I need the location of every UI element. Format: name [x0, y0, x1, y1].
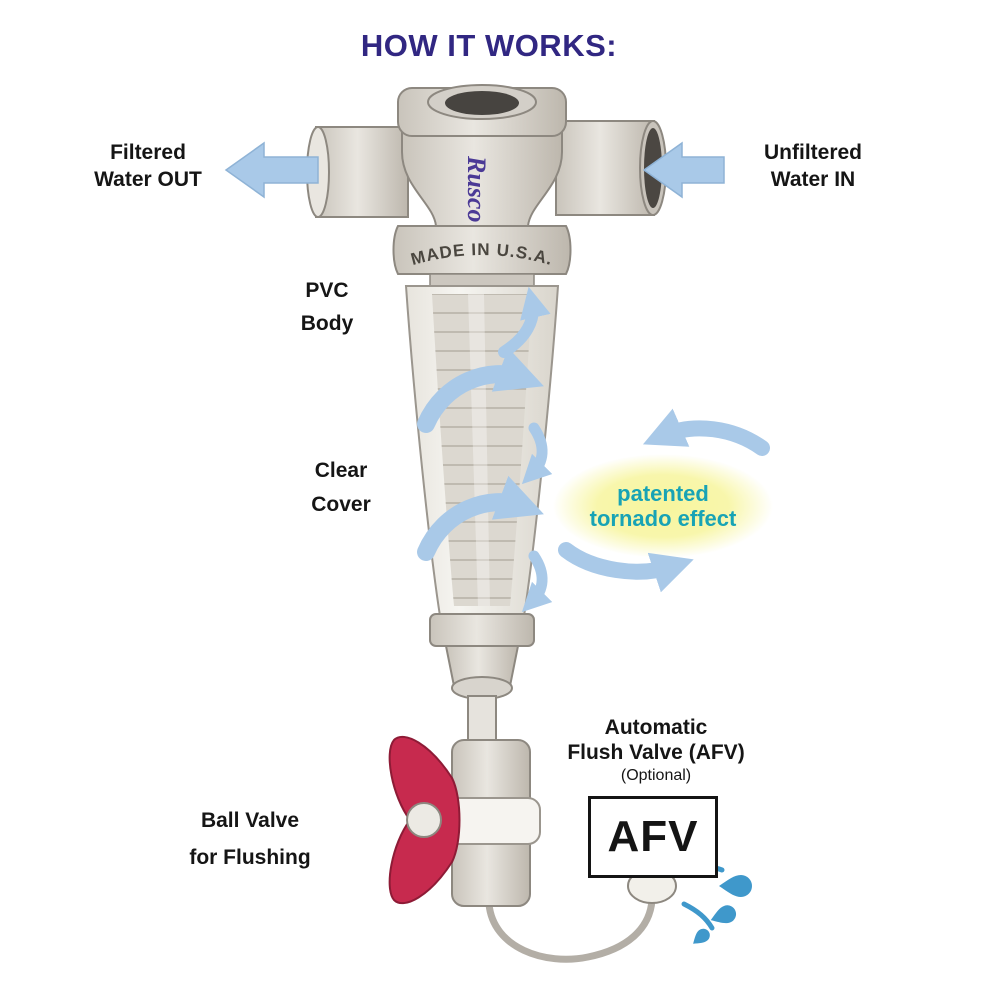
label-line: Unfiltered [763, 141, 863, 164]
tornado-flow-arrows [417, 286, 553, 613]
label-line: Automatic [604, 716, 708, 739]
flow-arrow-icon [417, 347, 544, 433]
cover-base [429, 613, 535, 743]
water-droplets-icon [681, 865, 752, 944]
head-collar: MADE IN U.S.A. [392, 225, 572, 287]
label-pvc-body: PVC Body [301, 274, 354, 340]
flow-arrow-icon [521, 422, 553, 485]
label-tornado-effect: patented tornado effect [590, 481, 737, 531]
valve-handle-hub [406, 802, 442, 838]
label-line: tornado effect [589, 506, 737, 531]
tornado-callout [553, 408, 773, 593]
glow-highlight [553, 454, 773, 558]
afv-box: AFV [588, 796, 718, 878]
outlet-pipe [306, 126, 409, 218]
label-line: Ball Valve [200, 809, 300, 832]
flow-arrow-icon [498, 286, 551, 358]
filtered-out-arrow-icon [224, 141, 319, 199]
label-line: Body [300, 312, 354, 335]
swirl-arrow-left-icon [642, 408, 770, 456]
label-line: Cover [311, 493, 371, 516]
label-filtered-water-out: Filtered Water OUT [94, 139, 202, 193]
label-clear-cover: Clear Cover [311, 454, 371, 522]
neck-ring [429, 273, 535, 287]
label-line: Clear [314, 459, 368, 482]
flow-arrow-icon [521, 550, 553, 613]
filter-head: Rusco [397, 84, 567, 227]
page-title: HOW IT WORKS: [360, 28, 618, 63]
label-unfiltered-water-in: Unfiltered Water IN [764, 139, 862, 193]
drain-tube [485, 896, 656, 963]
label-line: for Flushing [189, 846, 311, 869]
label-line: Filtered [110, 141, 186, 164]
brand-logo: Rusco [462, 155, 491, 222]
label-line: Flush Valve (AFV) [567, 741, 745, 764]
label-line: Water OUT [94, 168, 202, 191]
label-line: Water IN [770, 168, 856, 191]
label-line: patented [617, 481, 709, 506]
flow-arrow-icon [417, 475, 544, 561]
ball-valve [388, 735, 541, 907]
swirl-arrow-right-icon [558, 542, 694, 593]
label-line: PVC [305, 279, 349, 302]
label-automatic-flush-valve: Automatic Flush Valve (AFV) (Optional) [567, 715, 744, 787]
afv-box-text: AFV [607, 812, 699, 861]
label-ball-valve: Ball Valve for Flushing [189, 802, 310, 876]
label-optional: (Optional) [620, 767, 692, 784]
unfiltered-in-arrow-icon [642, 141, 725, 199]
